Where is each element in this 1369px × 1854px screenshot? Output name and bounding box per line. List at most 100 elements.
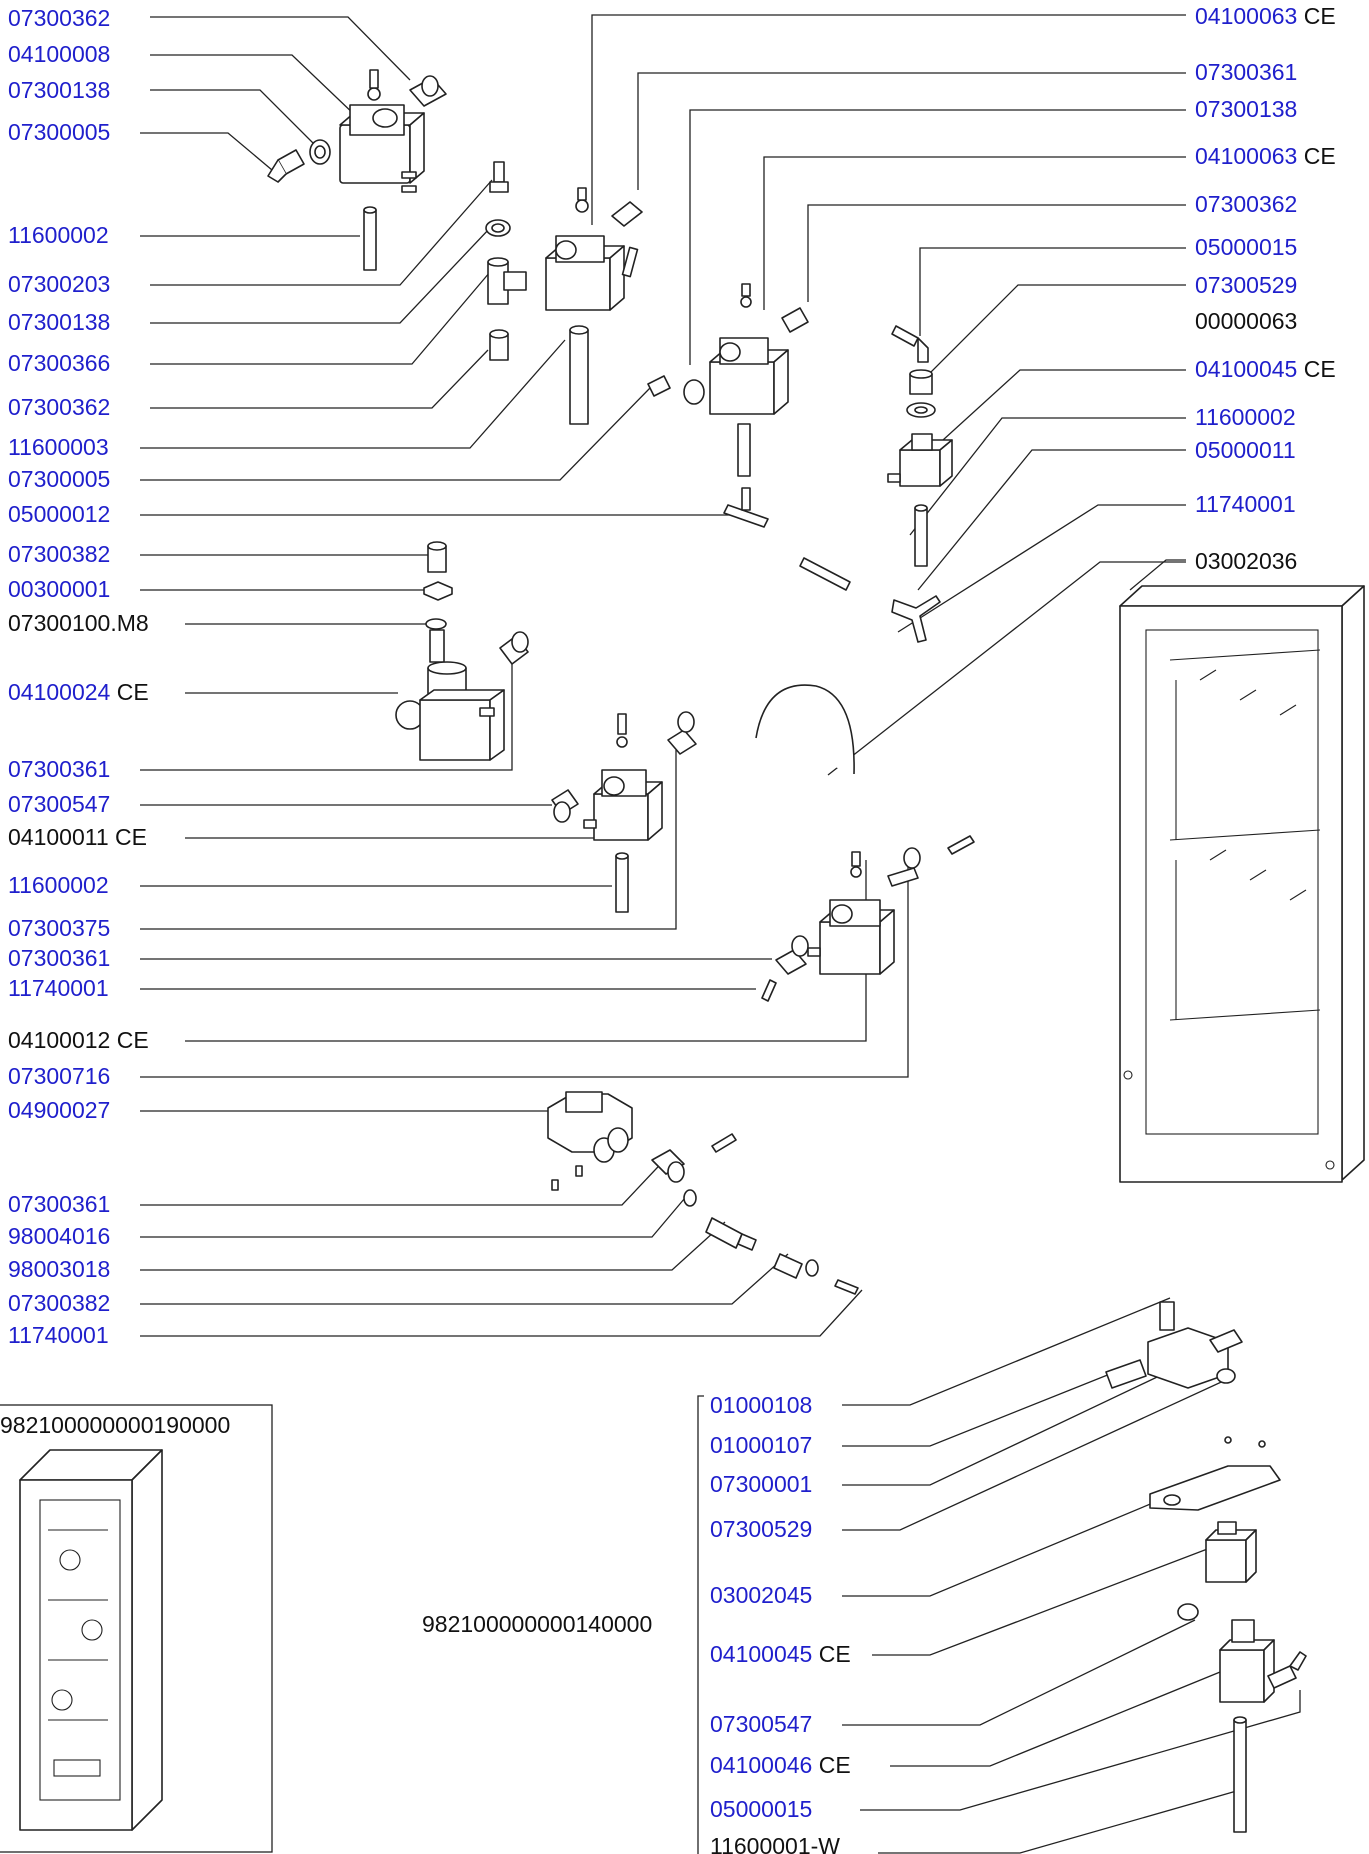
part-label-suffix: CE — [812, 1752, 850, 1778]
part-label: 07300362 — [1195, 191, 1297, 217]
fitting-07300382-mid — [427, 541, 447, 573]
part-label: 04100012 CE — [8, 1027, 149, 1053]
washer-07300138-top — [309, 139, 331, 165]
tube-11600002-mid — [615, 852, 629, 913]
left-part-labels: 0730036204100008073001380730000511600002… — [8, 5, 149, 1348]
part-label: 07300529 — [710, 1516, 812, 1542]
part-label-suffix: CE — [1297, 143, 1335, 169]
part-label: 07300100.M8 — [8, 610, 149, 636]
kit-bracket-line — [697, 1395, 704, 1854]
solenoid-valve-04100063-a — [545, 187, 643, 311]
elbow-07300361-bottom — [651, 1149, 685, 1183]
elbow-07300375 — [667, 711, 697, 755]
part-label: 04100063 CE — [1195, 143, 1336, 169]
part-label: 07300716 — [8, 1063, 110, 1089]
part-label: 07300361 — [8, 756, 110, 782]
fitting-07300362-mid — [489, 329, 509, 361]
part-label: 11600002 — [8, 222, 109, 248]
part-label: 04100024 CE — [8, 679, 149, 705]
part-label: 00300001 — [8, 576, 110, 602]
nut-00300001 — [423, 581, 453, 601]
kit-valve-04100045 — [1205, 1521, 1257, 1583]
part-label: 07300005 — [8, 119, 110, 145]
elbow-07300547 — [551, 789, 579, 823]
part-label: 05000015 — [1195, 234, 1297, 260]
part-label: 07300361 — [1195, 59, 1297, 85]
part-label: 07300382 — [8, 541, 110, 567]
part-label: 07300529 — [1195, 272, 1297, 298]
kit-valve-04100046 — [1219, 1619, 1275, 1703]
right-leader-lines — [591, 14, 1186, 776]
part-label: 04100011 CE — [8, 824, 147, 850]
part-label: 07300547 — [710, 1711, 812, 1737]
frame-03002036 — [1119, 585, 1365, 1183]
part-label: 04900027 — [8, 1097, 110, 1123]
part-label: 07300361 — [8, 1191, 110, 1217]
part-label-suffix: CE — [812, 1641, 850, 1667]
elbow-05000015 — [891, 325, 929, 363]
part-label: 11740001 — [1195, 491, 1296, 517]
kit-elbow-05000015 — [1267, 1651, 1307, 1689]
tube-11600002-right — [914, 504, 928, 567]
part-label: 11740001 — [8, 1322, 109, 1348]
tube-11600003 — [569, 325, 589, 425]
part-label: 07300362 — [8, 5, 110, 31]
part-label: 01000108 — [710, 1392, 812, 1418]
tube-11740001-low — [761, 979, 777, 1002]
part-label: 07300382 — [8, 1290, 110, 1316]
elbow-07300361-mid — [499, 631, 529, 665]
assembly-box-label: 982100000000190000 — [0, 1412, 230, 1438]
left-leader-lines — [140, 16, 909, 1337]
part-label: 07300547 — [8, 791, 110, 817]
part-label: 03002045 — [710, 1582, 812, 1608]
o-ring-98004016 — [683, 1189, 697, 1207]
valve-98003018 — [705, 1217, 757, 1251]
part-label: 98003018 — [8, 1256, 110, 1282]
part-label-suffix: CE — [1297, 356, 1335, 382]
part-label: 07300138 — [1195, 96, 1297, 122]
fitting-07300529 — [909, 369, 933, 395]
kit-screws — [1224, 1436, 1266, 1448]
part-label: 07300366 — [8, 350, 110, 376]
part-label: 03002036 — [1195, 548, 1297, 574]
kit-fitting-07300529 — [1216, 1368, 1236, 1384]
elbow-07300361-low — [775, 935, 809, 975]
fitting-07300362-top — [409, 75, 447, 107]
part-label: 00000063 — [1195, 308, 1297, 334]
part-label: 04100045 CE — [710, 1641, 851, 1667]
part-label: 11740001 — [8, 975, 109, 1001]
elbow-07300005-top — [267, 149, 305, 183]
solenoid-valve-04100008 — [339, 69, 425, 193]
valve-04100024 — [395, 661, 505, 761]
kit-block-01000108 — [1147, 1301, 1243, 1389]
washer-00000063 — [906, 402, 936, 418]
part-label: 07300361 — [8, 945, 110, 971]
solenoid-valve-04100011 — [583, 713, 663, 841]
part-label: 01000107 — [710, 1432, 812, 1458]
part-label: 98004016 — [8, 1223, 110, 1249]
tee-07300366 — [487, 257, 527, 305]
assembly-thumbnail-box — [0, 1404, 273, 1853]
part-label-suffix: CE — [1297, 3, 1335, 29]
fitting-07300382-bottom — [773, 1253, 819, 1279]
part-label: 04100063 CE — [1195, 3, 1336, 29]
kit-part-labels: 0100010801000107073000010730052903002045… — [710, 1392, 851, 1854]
part-label: 11600002 — [1195, 404, 1296, 430]
part-label: 11600002 — [8, 872, 109, 898]
adapter-07300100-M8 — [425, 618, 447, 663]
solenoid-valve-04100063-b — [647, 283, 809, 477]
part-label: 05000012 — [8, 501, 110, 527]
washer-07300138-mid — [485, 219, 511, 237]
kit-bracket-03002045 — [1149, 1465, 1281, 1511]
tee-05000012 — [723, 487, 769, 528]
part-label: 07300005 — [8, 466, 110, 492]
part-label: 07300203 — [8, 271, 110, 297]
right-part-labels: 04100063 CE 07300361 07300138 04100063 CE 07… — [1195, 3, 1336, 574]
y-fitting-05000011 — [891, 595, 941, 643]
part-label: 04100045 CE — [1195, 356, 1336, 382]
tube-11740001-bottom — [834, 1279, 859, 1295]
tube-mid-diagonal — [799, 557, 851, 591]
tee-07300716 — [887, 835, 975, 887]
part-label: 11600003 — [8, 434, 109, 460]
part-label: 04100046 CE — [710, 1752, 851, 1778]
